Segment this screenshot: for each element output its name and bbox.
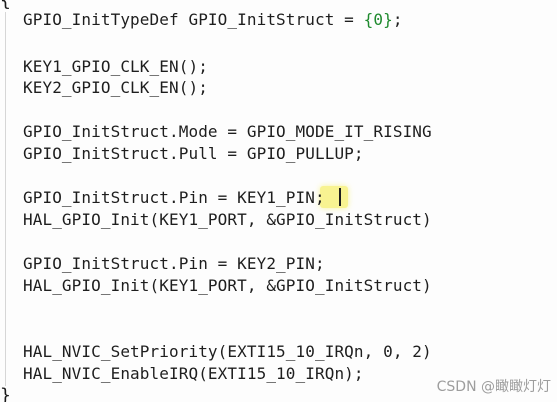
close-brace: } [0, 385, 11, 402]
code-line-mode[interactable]: GPIO_InitStruct.Mode = GPIO_MODE_IT_RISI… [23, 122, 432, 141]
watermark: CSDN @瞰瞰灯灯 [436, 379, 551, 395]
initializer-literal: {0} [363, 10, 393, 29]
code-line-hal-gpio-init-1[interactable]: HAL_GPIO_Init(KEY1_PORT, &GPIO_InitStruc… [23, 210, 432, 229]
code-line-init-typedef[interactable]: GPIO_InitTypeDef GPIO_InitStruct = {0}; [23, 10, 403, 29]
code-line-pull[interactable]: GPIO_InitStruct.Pull = GPIO_PULLUP; [23, 144, 364, 163]
code-line-key2-clk-en[interactable]: KEY2_GPIO_CLK_EN(); [23, 78, 208, 97]
code-line-hal-gpio-init-2[interactable]: HAL_GPIO_Init(KEY1_PORT, &GPIO_InitStruc… [23, 276, 432, 295]
code-line-key1-clk-en[interactable]: KEY1_GPIO_CLK_EN(); [23, 57, 208, 76]
text-caret [339, 188, 341, 206]
code-line-pin-key2[interactable]: GPIO_InitStruct.Pin = KEY2_PIN; [23, 254, 325, 273]
cursor-highlight [320, 186, 348, 208]
code-line-nvic-enable-irq[interactable]: HAL_NVIC_EnableIRQ(EXTI15_10_IRQn); [23, 364, 364, 383]
indent-guide [5, 12, 6, 386]
open-brace: { [0, 0, 11, 11]
code-line-pin-key1[interactable]: GPIO_InitStruct.Pin = KEY1_PIN; [23, 188, 325, 207]
code-line-nvic-set-priority[interactable]: HAL_NVIC_SetPriority(EXTI15_10_IRQn, 0, … [23, 342, 432, 361]
